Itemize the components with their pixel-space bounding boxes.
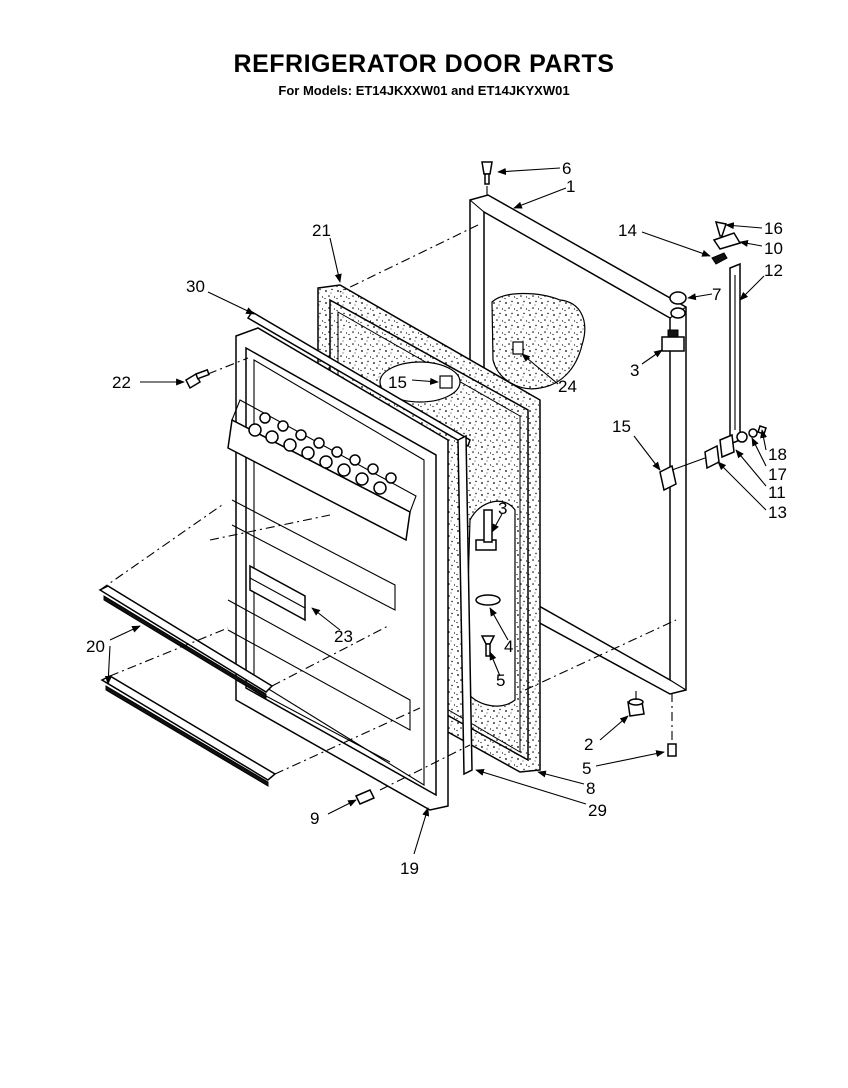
callout-24: 24 xyxy=(558,377,577,396)
leader-arrows xyxy=(104,167,768,855)
callout-6: 6 xyxy=(562,159,571,178)
door-liner-19 xyxy=(227,327,449,811)
bushing-7-icon xyxy=(669,291,687,305)
top-hinge-assembly xyxy=(661,221,742,446)
callout-14: 14 xyxy=(618,221,637,240)
page-subtitle: For Models: ET14JKXXW01 and ET14JKYXW01 xyxy=(278,83,570,98)
callout-15-outer: 15 xyxy=(612,417,631,436)
callout-10: 10 xyxy=(764,239,783,258)
callout-labels: 6 1 16 14 10 21 12 30 7 3 22 15 24 15 18… xyxy=(86,159,787,878)
callout-7: 7 xyxy=(712,285,721,304)
callout-18: 18 xyxy=(768,445,787,464)
screw-22-icon xyxy=(185,368,210,390)
screw-6-icon xyxy=(481,161,493,198)
page-title: REFRIGERATOR DOOR PARTS xyxy=(233,50,615,78)
callout-4: 4 xyxy=(504,637,513,656)
callout-3-lower: 3 xyxy=(498,499,507,518)
callout-20: 20 xyxy=(86,637,105,656)
callout-23: 23 xyxy=(334,627,353,646)
callout-15-inner: 15 xyxy=(388,373,407,392)
callout-8: 8 xyxy=(586,779,595,798)
alignment-lines xyxy=(99,224,677,791)
bottom-hinge-parts xyxy=(627,690,677,757)
callout-12: 12 xyxy=(764,261,783,280)
gasket-29 xyxy=(457,434,473,776)
callout-30: 30 xyxy=(186,277,205,296)
callout-3-upper: 3 xyxy=(630,361,639,380)
callout-5-outer: 5 xyxy=(582,759,591,778)
screw-16-icon xyxy=(714,221,727,237)
callout-22: 22 xyxy=(112,373,131,392)
clip-24-icon xyxy=(512,341,524,355)
callout-2: 2 xyxy=(584,735,593,754)
callout-19: 19 xyxy=(400,859,419,878)
callout-1: 1 xyxy=(566,177,575,196)
callout-29: 29 xyxy=(588,801,607,820)
callout-9: 9 xyxy=(310,809,319,828)
egg-tray xyxy=(248,412,397,495)
callout-21: 21 xyxy=(312,221,331,240)
callout-11: 11 xyxy=(768,483,786,502)
clip-15-icon xyxy=(659,464,677,492)
callout-13: 13 xyxy=(768,503,787,522)
screw-9-icon xyxy=(354,789,376,805)
callout-16: 16 xyxy=(764,219,783,238)
callout-17: 17 xyxy=(768,465,787,484)
callout-5-inner: 5 xyxy=(496,671,505,690)
